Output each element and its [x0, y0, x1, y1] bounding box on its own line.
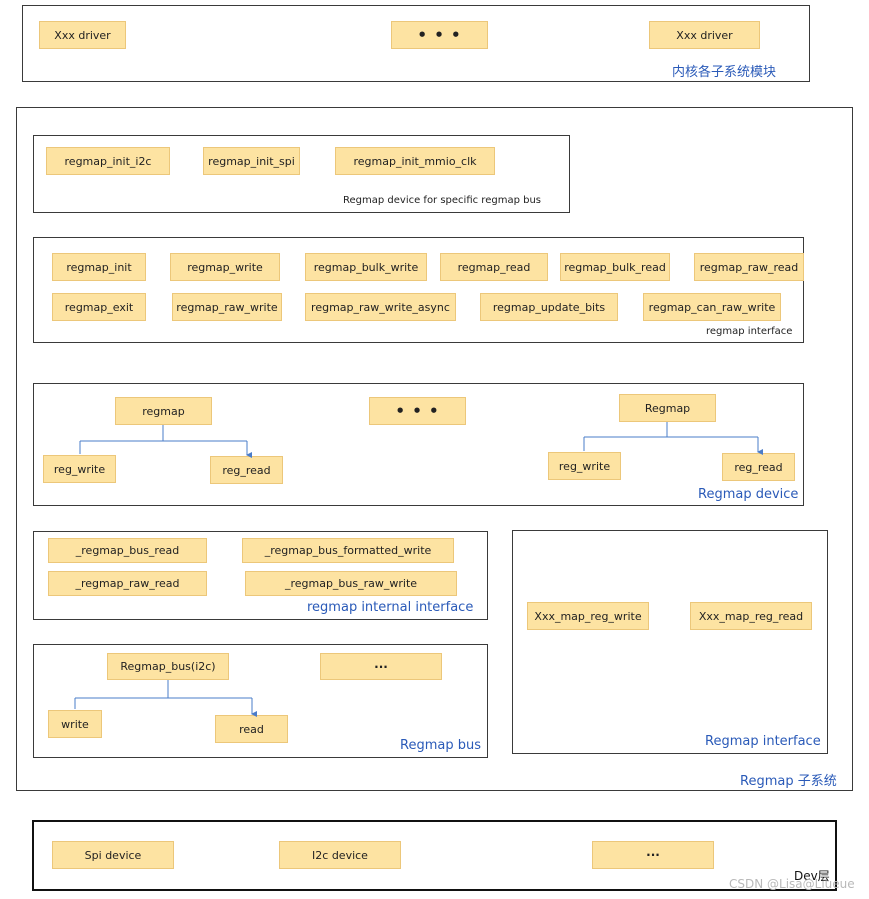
- regmap-read-box: regmap_read: [440, 253, 548, 281]
- xxx-driver-box-left: Xxx driver: [39, 21, 126, 49]
- regmap-raw-read-internal-box: _regmap_raw_read: [48, 571, 207, 596]
- regmap-device-frame: [33, 383, 804, 506]
- regmap-bus-frame: [33, 644, 488, 758]
- bus-init-frame: [33, 135, 570, 213]
- regmap-device-label: Regmap device: [698, 487, 799, 502]
- reg-write-box-right: reg_write: [548, 452, 621, 480]
- regmap-init-box: regmap_init: [52, 253, 146, 281]
- regmap-raw-read-box: regmap_raw_read: [694, 253, 804, 281]
- dev-layer-label: Dev层: [794, 869, 830, 883]
- regmap-bus-i2c-box: Regmap_bus(i2c): [107, 653, 229, 680]
- map-interface-frame: [512, 530, 828, 754]
- regmap-bus-raw-write-box: _regmap_bus_raw_write: [245, 571, 457, 596]
- regmap-exit-box: regmap_exit: [52, 293, 146, 321]
- regmap-subsystem-frame: [16, 107, 853, 791]
- internal-interface-frame: [33, 531, 488, 620]
- dots-box-top: • • •: [391, 21, 488, 49]
- regmap-interface-label: regmap interface: [706, 326, 793, 337]
- regmap-init-mmio-clk-box: regmap_init_mmio_clk: [335, 147, 495, 175]
- regmap-interface-frame: [33, 237, 804, 343]
- regmap-bus-read-box: _regmap_bus_read: [48, 538, 207, 563]
- dev-layer-frame: [32, 820, 837, 891]
- regmap-bulk-read-box: regmap_bulk_read: [560, 253, 670, 281]
- dots-box-bus: ···: [320, 653, 442, 680]
- regmap-can-raw-write-box: regmap_can_raw_write: [643, 293, 781, 321]
- bus-init-label: Regmap device for specific regmap bus: [343, 195, 541, 206]
- internal-interface-label: regmap internal interface: [307, 600, 474, 615]
- bus-read-box: read: [215, 715, 288, 743]
- kernel-modules-label: 内核各子系统模块: [672, 65, 777, 80]
- regmap-root-box-left: regmap: [115, 397, 212, 425]
- watermark: CSDN @Lisa@Liueue: [729, 877, 855, 891]
- regmap-write-box: regmap_write: [170, 253, 280, 281]
- regmap-subsystem-label: Regmap 子系统: [740, 774, 837, 789]
- regmap-raw-write-async-box: regmap_raw_write_async: [305, 293, 456, 321]
- spi-device-box: Spi device: [52, 841, 174, 869]
- dots-box-dev: ···: [592, 841, 714, 869]
- regmap-raw-write-box: regmap_raw_write: [172, 293, 282, 321]
- xxx-map-reg-read-box: Xxx_map_reg_read: [690, 602, 812, 630]
- bus-write-box: write: [48, 710, 102, 738]
- regmap-bus-label: Regmap bus: [400, 738, 481, 753]
- regmap-root-box-right: Regmap: [619, 394, 716, 422]
- dots-box-device: • • •: [369, 397, 466, 425]
- regmap-update-bits-box: regmap_update_bits: [480, 293, 618, 321]
- i2c-device-box: I2c device: [279, 841, 401, 869]
- regmap-init-spi-box: regmap_init_spi: [203, 147, 300, 175]
- reg-read-box-left: reg_read: [210, 456, 283, 484]
- reg-read-box-right: reg_read: [722, 453, 795, 481]
- map-interface-label: Regmap interface: [705, 734, 821, 749]
- xxx-map-reg-write-box: Xxx_map_reg_write: [527, 602, 649, 630]
- regmap-bus-formatted-write-box: _regmap_bus_formatted_write: [242, 538, 454, 563]
- xxx-driver-box-right: Xxx driver: [649, 21, 760, 49]
- regmap-init-i2c-box: regmap_init_i2c: [46, 147, 170, 175]
- kernel-modules-frame: [22, 5, 810, 82]
- regmap-bulk-write-box: regmap_bulk_write: [305, 253, 427, 281]
- reg-write-box-left: reg_write: [43, 455, 116, 483]
